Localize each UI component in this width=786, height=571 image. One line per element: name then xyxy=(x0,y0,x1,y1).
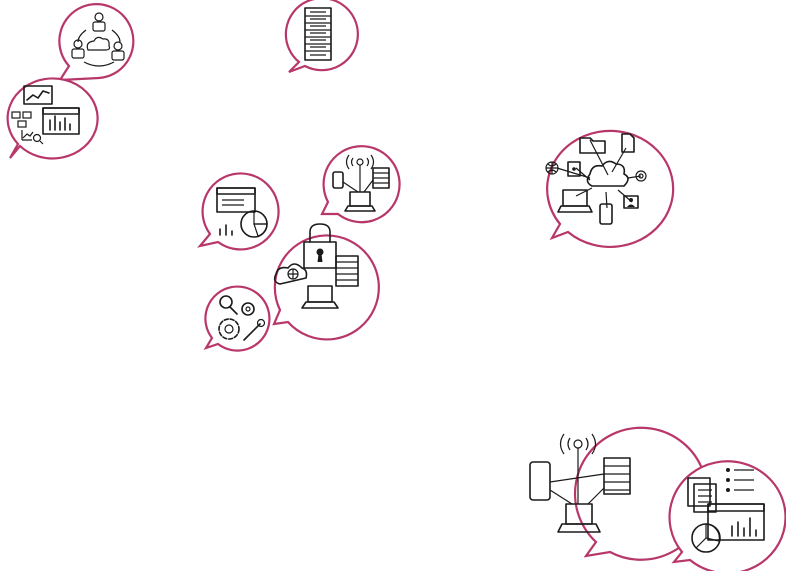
server-rack-icon xyxy=(304,7,332,61)
settings-gears-bubble xyxy=(203,285,271,352)
report-pie-bubble xyxy=(197,172,280,251)
analytics-dashboard-icon xyxy=(11,85,80,145)
report-pie-icon xyxy=(216,187,268,238)
wireless-network-icon xyxy=(529,433,631,533)
documents-chart-bubble xyxy=(668,460,786,571)
secure-laptop-bubble xyxy=(272,223,380,341)
secure-laptop-icon xyxy=(273,223,359,309)
iot-devices-icon xyxy=(332,154,390,212)
server-rack-bubble xyxy=(284,0,359,74)
people-cloud-bubble xyxy=(57,3,135,82)
iot-devices-bubble xyxy=(320,145,401,224)
people-cloud-icon xyxy=(71,12,125,67)
settings-gears-icon xyxy=(218,295,266,341)
cloud-network-bubble xyxy=(545,129,675,248)
cloud-network-icon xyxy=(545,133,647,225)
analytics-dashboard-bubble xyxy=(6,77,99,160)
documents-chart-icon xyxy=(687,468,765,553)
